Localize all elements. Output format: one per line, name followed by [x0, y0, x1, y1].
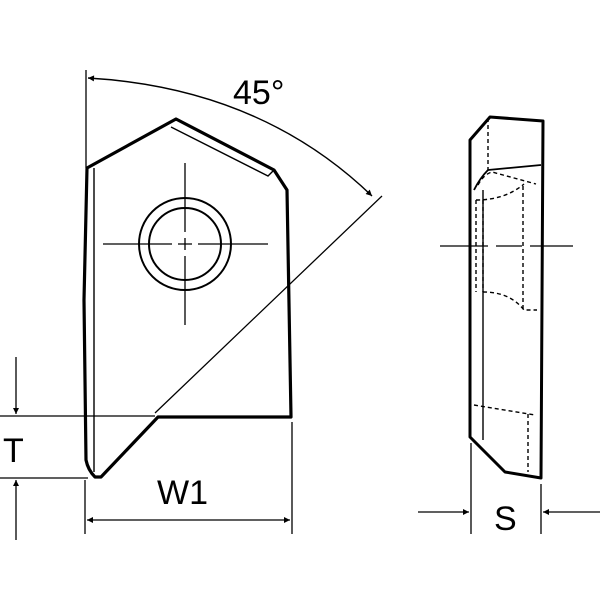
side-top-facet	[487, 164, 542, 171]
side-view: S	[418, 115, 600, 538]
angle-construction-line	[154, 195, 383, 414]
width-label: W1	[157, 474, 208, 512]
angle-label: 45°	[233, 74, 284, 112]
side-chamfer-curve	[473, 169, 489, 191]
w1-extension-lines	[84, 422, 293, 534]
side-outline	[468, 115, 545, 480]
angle-dimension-arc	[87, 75, 373, 197]
insert-outline	[82, 117, 293, 479]
s-extension-lines	[470, 443, 542, 534]
front-view: 45° T W1	[0, 70, 383, 540]
t-extension-lines	[0, 415, 155, 479]
top-chamfer-line	[170, 126, 275, 177]
side-width-label: S	[494, 500, 517, 538]
thickness-label: T	[3, 432, 24, 470]
